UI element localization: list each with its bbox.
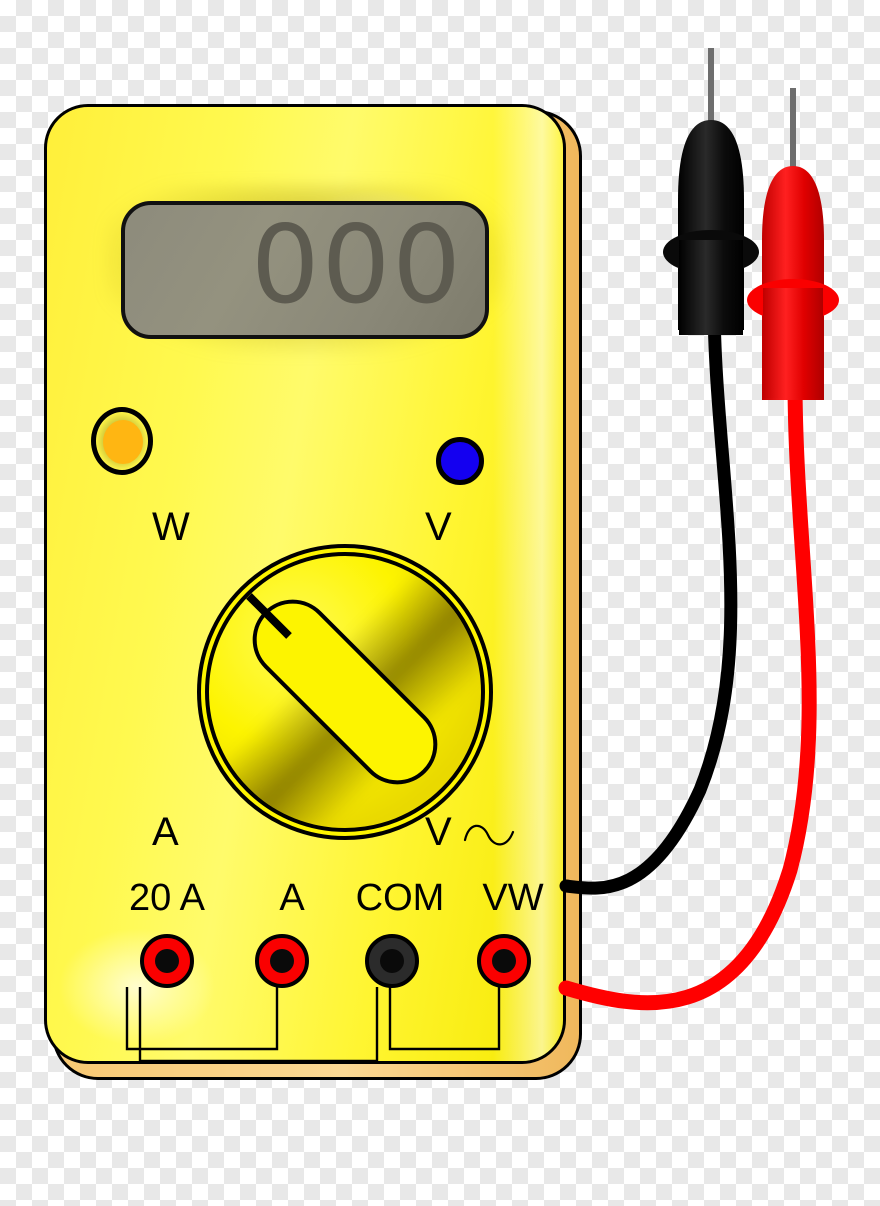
probe-lead-black [559,293,738,895]
lcd-value: 000 [250,203,463,328]
jack-socket-a[interactable] [255,934,309,988]
dial-label-vdc-text: V [425,505,452,549]
probe-black [663,48,759,335]
dc-symbol-icon [462,524,514,530]
dial-shading [209,556,481,828]
jack-socket-com[interactable] [365,934,419,988]
dial-label-ohm: W [152,507,190,547]
dial-label-voltage-dc: V [425,507,514,547]
meter-front-panel: 000 W V A V [44,104,566,1064]
hold-button[interactable] [436,437,484,485]
jack-hole [492,949,516,973]
dial-label-ohm-text: W [152,505,190,549]
jack-socket-vw[interactable] [477,934,531,988]
jack-hole [270,949,294,973]
jack-grouping-brackets [47,987,563,1061]
jack-label-vw: VW [482,877,544,919]
dial-label-ampere: A [152,812,179,852]
rotary-dial[interactable] [205,552,485,832]
power-button[interactable] [103,420,143,464]
dial-label-amp-text: A [152,810,179,854]
probe-guard-red [747,279,839,321]
jack-label-a: A [279,877,305,919]
lcd-display: 000 [121,201,489,339]
probe-lead-red [558,372,817,1011]
probe-guard-black [663,230,759,274]
jack-socket-20a[interactable] [140,934,194,988]
jack-hole [380,949,404,973]
ac-sine-symbol-icon [462,817,516,847]
probe-red [747,88,839,400]
jack-label-20a: 20 A [128,877,206,919]
jack-hole [155,949,179,973]
jack-label-com: COM [355,877,445,919]
